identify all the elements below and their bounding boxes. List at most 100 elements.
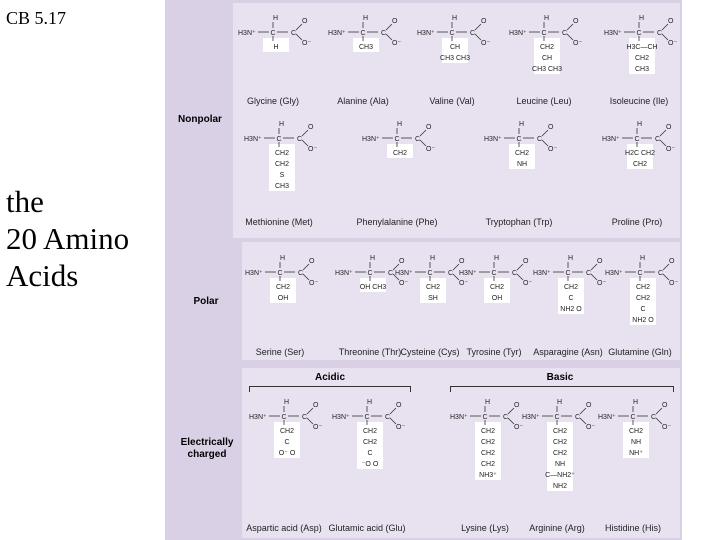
carbonyl-bond — [659, 129, 667, 137]
carbonyl-bond — [590, 263, 598, 271]
acidic-bracket — [249, 386, 411, 392]
carboxyl-carbon-label: C — [586, 270, 591, 277]
side-chain-group: C—NH2⁺ — [545, 472, 575, 479]
carboxyl-carbon-label: C — [655, 136, 660, 143]
carboxyl-carbon-label: C — [658, 270, 663, 277]
side-chain-group: CH2 — [515, 150, 529, 157]
side-chain-group: CH3 — [359, 44, 373, 51]
carbonyl-bond — [452, 263, 460, 271]
alpha-carbon-label: C — [427, 270, 432, 277]
side-chain-group: CH2 — [363, 428, 377, 435]
carbonyl-oxygen-label: O — [586, 402, 592, 409]
carboxylate-oxygen-label: O⁻ — [669, 280, 678, 287]
carboxyl-carbon-label: C — [302, 414, 307, 421]
amine-label: H3N⁺ — [459, 270, 477, 277]
carboxylate-oxygen-label: O⁻ — [392, 40, 401, 47]
side-chain-group: NH — [555, 461, 565, 468]
carbonyl-bond — [474, 23, 482, 31]
carbonyl-bond — [389, 407, 397, 415]
alpha-carbon-label: C — [541, 30, 546, 37]
amine-label: H3N⁺ — [602, 136, 620, 143]
carbonyl-oxygen-label: O — [426, 124, 432, 131]
carboxylate-oxygen-label: O⁻ — [481, 40, 490, 47]
side-chain-group: C — [640, 306, 645, 313]
alpha-h-label: H — [370, 255, 375, 262]
alpha-h-label: H — [280, 255, 285, 262]
side-chain-highlight — [509, 144, 535, 169]
carboxylate-oxygen-label: O⁻ — [459, 280, 468, 287]
carboxylate-oxygen-label: O⁻ — [396, 424, 405, 431]
carboxylate-oxygen-label: O⁻ — [666, 146, 675, 153]
alpha-h-label: H — [279, 121, 284, 128]
carbonyl-oxygen-label: O — [309, 258, 315, 265]
side-chain-group: H — [273, 44, 278, 51]
carboxylate-bond — [419, 139, 427, 147]
amino-acid-name: Proline (Pro) — [611, 217, 663, 227]
side-chain-group: CH — [450, 44, 460, 51]
carbonyl-oxygen-label: O — [459, 258, 465, 265]
carbonyl-bond — [419, 129, 427, 137]
alpha-carbon-label: C — [565, 270, 570, 277]
side-chain-group: CH — [542, 55, 552, 62]
amine-label: H3N⁺ — [598, 414, 616, 421]
side-chain-group: CH2 — [490, 284, 504, 291]
basic-bracket — [450, 386, 674, 392]
carboxyl-carbon-label: C — [381, 30, 386, 37]
carbonyl-oxygen-label: O — [573, 18, 579, 25]
alpha-carbon-label: C — [482, 414, 487, 421]
side-chain-group: OH — [278, 295, 289, 302]
amine-label: H3N⁺ — [335, 270, 353, 277]
carbonyl-oxygen-label: O — [523, 258, 529, 265]
alpha-carbon-label: C — [516, 136, 521, 143]
side-chain-highlight — [534, 38, 560, 74]
side-chain-highlight — [630, 278, 656, 325]
side-chain-highlight — [629, 38, 655, 74]
alpha-carbon-label: C — [637, 270, 642, 277]
side-chain-highlight — [484, 278, 510, 303]
carboxylate-bond — [389, 417, 397, 425]
alpha-h-label: H — [519, 121, 524, 128]
carbonyl-bond — [661, 23, 669, 31]
alpha-h-label: H — [494, 255, 499, 262]
amino-acid-name: Methionine (Met) — [245, 217, 313, 227]
side-chain-group: S — [280, 172, 285, 179]
carboxylate-bond — [385, 33, 393, 41]
carbonyl-bond — [662, 263, 670, 271]
side-chain-group: CH2 — [553, 439, 567, 446]
side-chain-highlight — [270, 278, 296, 303]
alpha-h-label: H — [397, 121, 402, 128]
side-chain-highlight — [357, 422, 383, 469]
carboxylate-bond — [655, 417, 663, 425]
amine-label: H3N⁺ — [249, 414, 267, 421]
carboxyl-carbon-label: C — [503, 414, 508, 421]
side-chain-group: CH2 — [633, 161, 647, 168]
carboxylate-oxygen-label: O⁻ — [597, 280, 606, 287]
carboxylate-oxygen-label: O⁻ — [523, 280, 532, 287]
alpha-h-label: H — [544, 15, 549, 22]
carbonyl-bond — [541, 129, 549, 137]
side-chain-group: OH CH3 — [360, 284, 387, 291]
alpha-h-label: H — [485, 399, 490, 406]
side-chain-highlight — [353, 38, 379, 52]
carboxylate-bond — [579, 417, 587, 425]
carbonyl-oxygen-label: O — [666, 124, 672, 131]
side-chain-group: CH2 — [280, 428, 294, 435]
alpha-h-label: H — [273, 15, 278, 22]
slide-title-line-1: the — [6, 184, 44, 219]
carbonyl-oxygen-label: O — [662, 402, 668, 409]
amino-acid-name: Glutamic acid (Glu) — [328, 523, 406, 533]
category-label-nonpolar: Nonpolar — [178, 114, 222, 125]
amine-label: H3N⁺ — [238, 30, 256, 37]
side-chain-group: CH2 — [363, 439, 377, 446]
category-label-charged-line-1: Electrically — [180, 437, 234, 448]
amino-acid-name: Leucine (Leu) — [516, 96, 572, 106]
amine-label: H3N⁺ — [484, 136, 502, 143]
amine-label: H3N⁺ — [417, 30, 435, 37]
